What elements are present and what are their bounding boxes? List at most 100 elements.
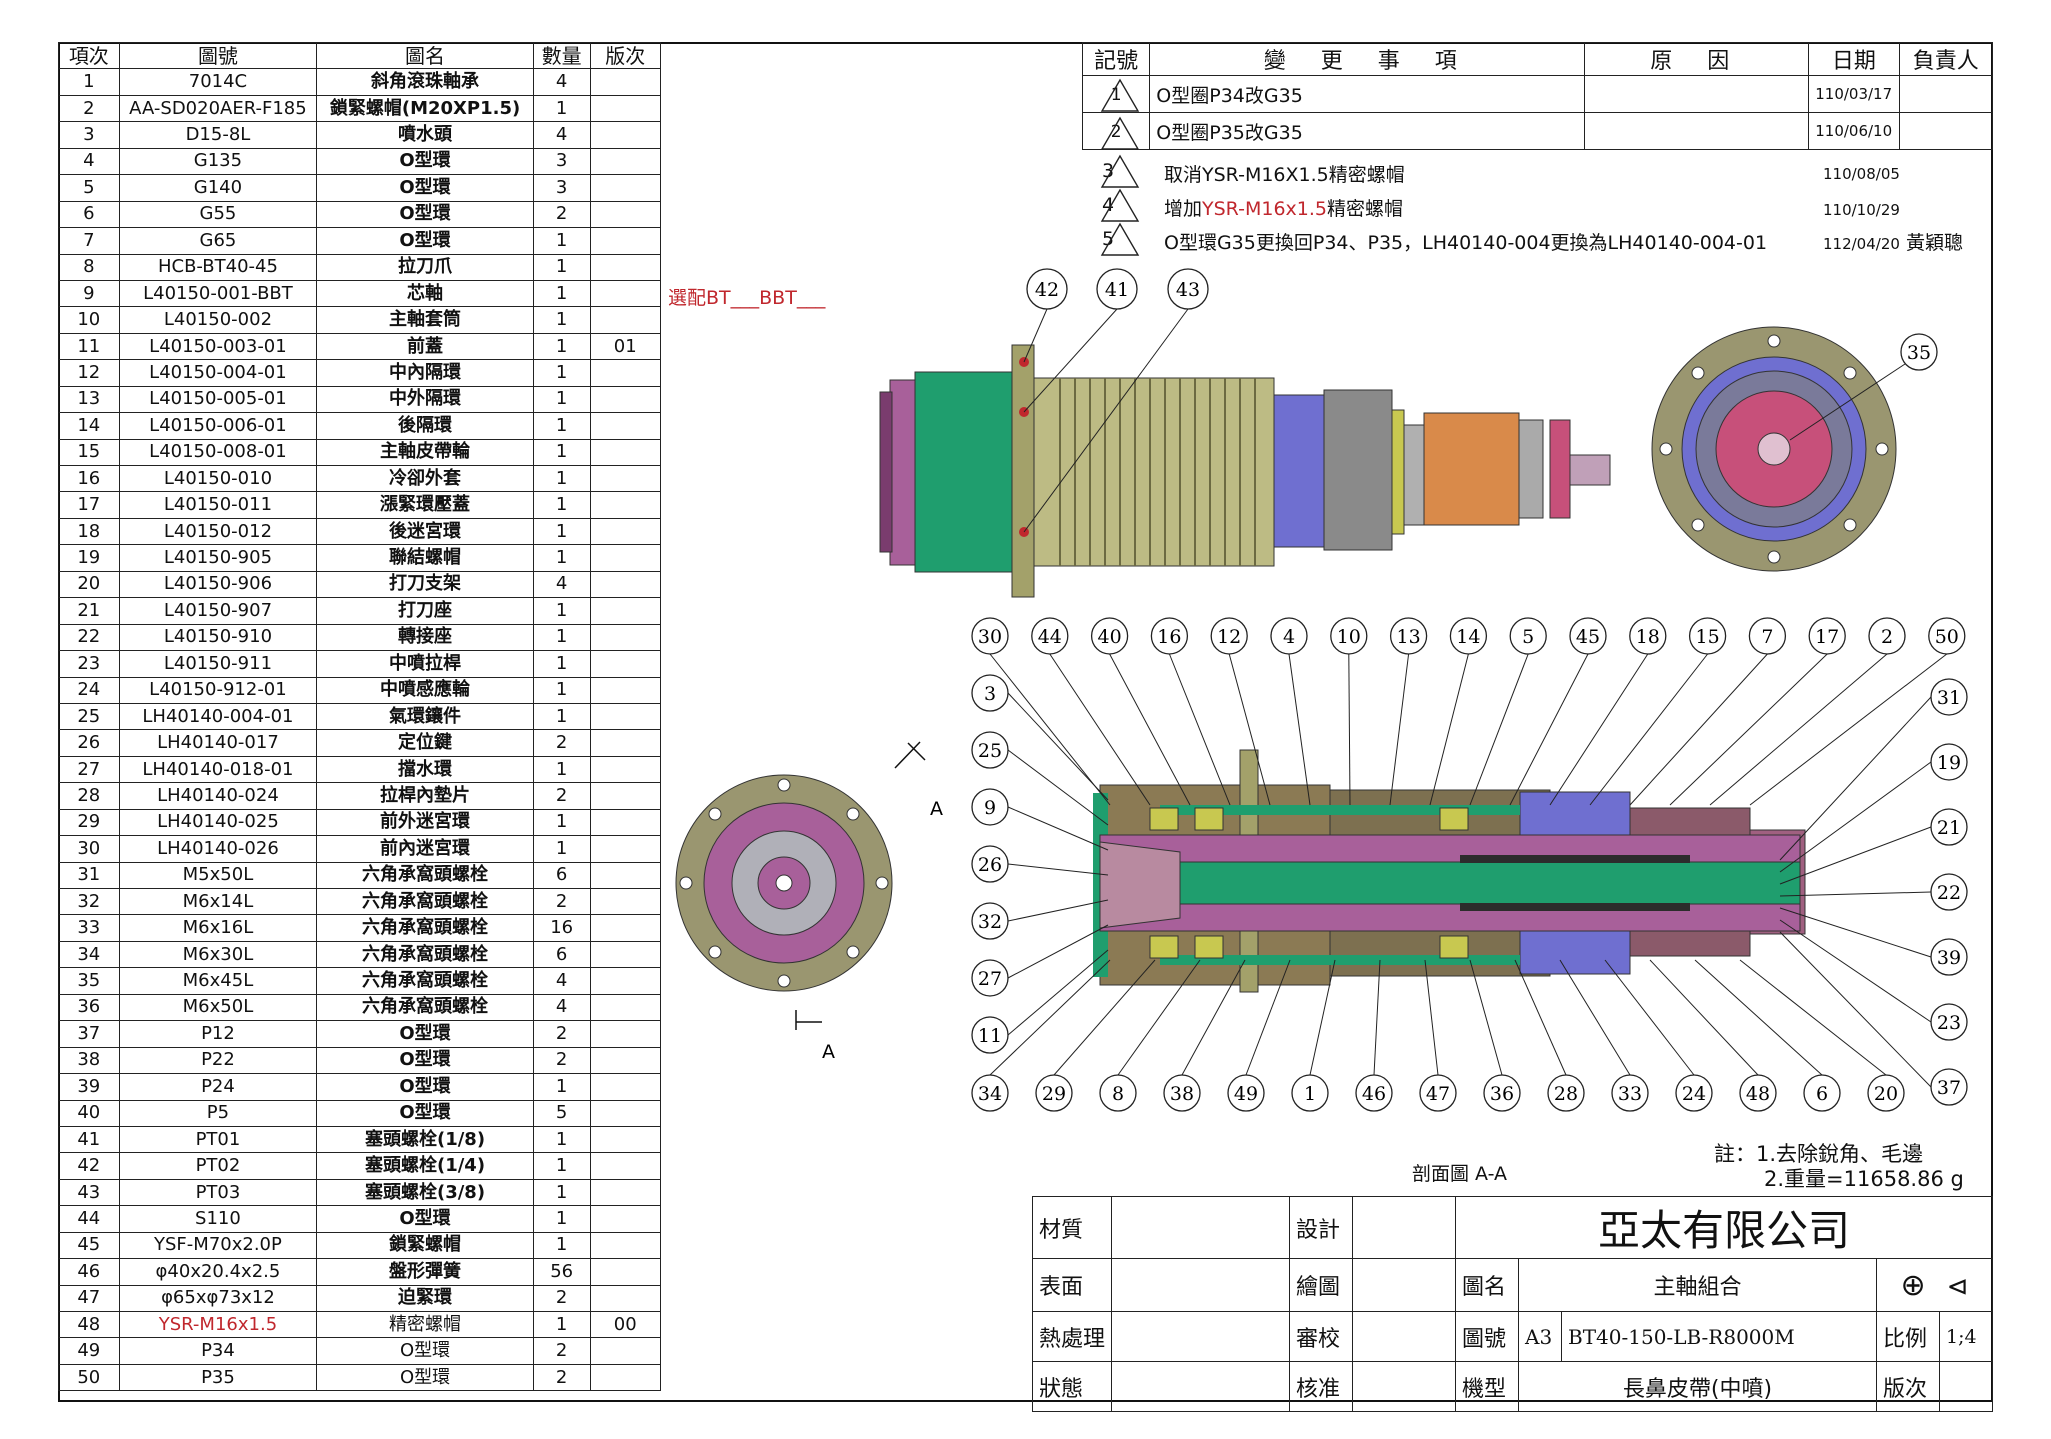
callout-number: 50 xyxy=(1935,626,1959,648)
section-line xyxy=(795,741,926,1030)
callout-leader xyxy=(1007,692,1109,801)
bom-part-name: O型環 xyxy=(316,1099,534,1127)
bom-part-name: 後隔環 xyxy=(316,412,534,440)
callout-number: 42 xyxy=(1035,279,1059,301)
rev-person xyxy=(1898,75,1994,113)
callout-leader xyxy=(1007,806,1109,851)
bom-qty: 2 xyxy=(532,1363,591,1392)
cooling-jacket xyxy=(914,371,1026,573)
front-bolt-holes xyxy=(679,778,889,988)
callout-circle xyxy=(1090,617,1129,655)
callout-circle xyxy=(1150,617,1189,655)
rev-reason xyxy=(1584,75,1810,113)
callout-circle xyxy=(1930,678,1968,716)
rev-triangle-icon xyxy=(1100,78,1140,112)
callout-leader xyxy=(1779,826,1932,885)
callout-leader xyxy=(1007,924,1109,979)
projection-cone-icon: ⊲ xyxy=(1946,1271,1969,1302)
callout-leader xyxy=(1049,653,1151,806)
bom-part-name: 精密螺帽 xyxy=(316,1310,534,1339)
callout-leader xyxy=(1023,308,1118,413)
callout-number: 41 xyxy=(1105,279,1129,301)
pulley xyxy=(1323,389,1393,551)
bom-item: 2 xyxy=(58,94,120,123)
callout-leader xyxy=(989,959,1111,1076)
callout-circle xyxy=(1611,1074,1649,1112)
section-mark-top: A xyxy=(930,798,943,820)
bom-part-number: P22 xyxy=(118,1046,318,1075)
callout-number: 45 xyxy=(1576,626,1600,648)
bom-part-number: L40150-912-01 xyxy=(118,676,318,704)
bom-part-name: 迫緊環 xyxy=(316,1284,534,1313)
bom-version xyxy=(589,517,661,546)
housing-body xyxy=(1033,377,1275,567)
callout-circle xyxy=(1748,617,1787,655)
callout-circle xyxy=(1449,617,1488,655)
callout-number: 7 xyxy=(1761,626,1773,648)
bom-part-number: P35 xyxy=(118,1363,318,1392)
bom-part-name: O型環 xyxy=(316,174,534,202)
callout-leader xyxy=(1694,959,1823,1076)
bom-version xyxy=(589,1020,661,1048)
callout-circle xyxy=(971,845,1009,883)
callout-circle xyxy=(1867,1074,1905,1112)
callout-number: 39 xyxy=(1937,947,1961,969)
callout-circle xyxy=(1509,617,1547,655)
bom-part-number: LH40140-017 xyxy=(118,729,318,757)
callout-circle xyxy=(1210,617,1248,655)
callout-leader xyxy=(1117,959,1201,1076)
bom-part-number: YSF-M70x2.0P xyxy=(118,1231,318,1260)
rev-date-4: 110/10/29 xyxy=(1823,201,1900,219)
callout-circle xyxy=(1808,617,1846,655)
callout-number: 34 xyxy=(978,1083,1002,1105)
callout-leader xyxy=(1779,907,1932,958)
bom-version xyxy=(589,227,661,255)
bom-part-name: 塞頭螺栓(3/8) xyxy=(316,1178,534,1207)
rev-date-3: 110/08/05 xyxy=(1823,165,1900,183)
callout-leader xyxy=(1789,363,1906,441)
callout-leader xyxy=(1023,308,1189,533)
bom-part-name: 盤形彈簧 xyxy=(316,1258,534,1286)
callout-leader xyxy=(1559,959,1631,1076)
bom-part-number: M6x16L xyxy=(118,914,318,942)
section-drawbar xyxy=(1179,861,1801,905)
callout-circle xyxy=(1026,268,1068,310)
callout-circle xyxy=(1163,1074,1201,1112)
bom-part-name: O型環 xyxy=(316,1205,534,1233)
bom-qty: 2 xyxy=(532,1337,591,1365)
bom-part-number: M6x50L xyxy=(118,993,318,1022)
callout-leader xyxy=(1669,653,1828,806)
callout-leader xyxy=(1779,919,1932,1023)
bom-part-number: L40150-008-01 xyxy=(118,438,318,467)
bom-qty: 1 xyxy=(532,676,591,704)
callout-circle xyxy=(1389,617,1428,655)
callout-leader xyxy=(1424,959,1439,1076)
callout-number: 43 xyxy=(1176,279,1200,301)
company-name: 亞太有限公司 xyxy=(1455,1196,1993,1259)
projection-circle-icon: ⊕ xyxy=(1900,1267,1926,1303)
bom-part-name: 中外隔環 xyxy=(316,385,534,414)
drawing-name: 主軸組合 xyxy=(1518,1258,1877,1312)
bom-qty: 1 xyxy=(532,1125,591,1154)
callout-number: 36 xyxy=(1490,1083,1514,1105)
bom-part-number: G140 xyxy=(118,174,318,202)
check-value xyxy=(1352,1311,1457,1362)
callout-number: 15 xyxy=(1696,626,1720,648)
bom-part-number: 7014C xyxy=(118,68,318,96)
bom-part-number: L40150-910 xyxy=(118,623,318,652)
bom-version xyxy=(589,412,661,440)
bom-part-name: 鎖緊螺帽 xyxy=(316,1231,534,1260)
bom-version xyxy=(589,597,661,625)
callout-circle xyxy=(1031,617,1069,655)
callout-number: 46 xyxy=(1362,1083,1386,1105)
cooling-fins xyxy=(1059,378,1256,566)
spindle-exterior-view xyxy=(879,344,1611,598)
bom-part-name: O型環 xyxy=(316,1020,534,1048)
callout-number: 1 xyxy=(1304,1083,1316,1105)
end-bore xyxy=(1757,432,1791,466)
